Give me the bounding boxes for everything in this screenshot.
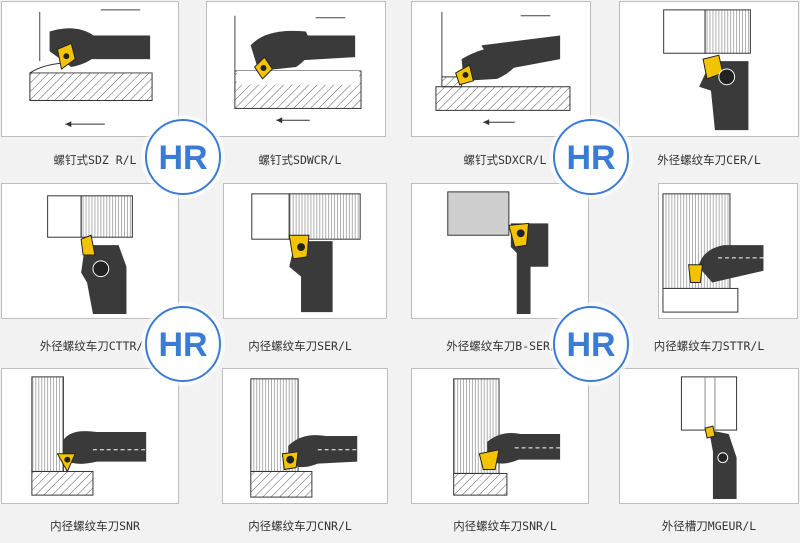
hr-logo-watermark: HR: [552, 305, 630, 383]
tool-caption: 螺钉式SDWCR/L: [258, 153, 342, 167]
tool-drawing: [619, 1, 799, 137]
mgeur-tool-icon: [680, 376, 738, 500]
tool-drawing: [222, 368, 388, 504]
tool-card-snr-l[interactable]: 内径螺纹车刀SNR/L: [410, 364, 600, 543]
tool-card-sdz[interactable]: 螺钉式SDZ R/L: [0, 0, 190, 180]
tool-card-cer[interactable]: 外径螺纹车刀CER/L: [618, 0, 800, 180]
tool-drawing: [411, 368, 589, 504]
tool-caption: 外径螺纹车刀B-SER/L: [446, 339, 564, 353]
sttr-tool-icon: [662, 193, 774, 313]
hr-logo-watermark: HR: [552, 118, 630, 196]
tool-card-mgeur[interactable]: 外径槽刀MGEUR/L: [618, 364, 800, 543]
hr-logo-watermark: HR: [144, 305, 222, 383]
tool-caption: 螺钉式SDXCR/L: [463, 153, 547, 167]
tool-card-sttr[interactable]: 内径螺纹车刀STTR/L: [618, 182, 800, 362]
tool-caption: 外径槽刀MGEUR/L: [661, 519, 757, 533]
hr-logo-watermark: HR: [144, 118, 222, 196]
tool-caption: 螺钉式SDZ R/L: [53, 153, 137, 167]
b-ser-tool-icon: [447, 191, 549, 315]
tool-card-b-ser[interactable]: 外径螺纹车刀B-SER/L: [410, 182, 600, 362]
hr-logo-icon: HR: [145, 306, 221, 382]
snr-l-tool-icon: [453, 378, 565, 496]
sdxcr-tool-icon: [435, 11, 571, 126]
tool-drawing: [658, 183, 798, 319]
tool-card-cnr[interactable]: 内径螺纹车刀CNR/L: [205, 364, 395, 543]
tool-drawing: [1, 1, 179, 137]
svg-text:HR: HR: [158, 326, 207, 364]
tool-caption: 内径螺纹车刀STTR/L: [653, 339, 765, 353]
cnr-tool-icon: [250, 378, 362, 498]
tool-drawing: [1, 368, 179, 504]
snr-tool-icon: [31, 376, 151, 496]
tool-drawing: [619, 368, 799, 504]
tool-caption: 外径螺纹车刀CTTR/L: [39, 339, 151, 353]
tool-caption: 内径螺纹车刀SNR: [50, 519, 140, 533]
svg-text:HR: HR: [566, 326, 615, 364]
tool-card-snr[interactable]: 内径螺纹车刀SNR: [0, 364, 190, 543]
tool-drawing: [411, 1, 591, 137]
hr-logo-icon: HR: [553, 306, 629, 382]
hr-logo-icon: HR: [145, 119, 221, 195]
svg-text:HR: HR: [158, 139, 207, 177]
sdz-tool-icon: [29, 9, 153, 128]
tool-drawing: [1, 183, 179, 319]
cer-tool-icon: [663, 9, 751, 131]
tool-card-sdxcr[interactable]: 螺钉式SDXCR/L: [410, 0, 600, 180]
tool-card-cttr[interactable]: 外径螺纹车刀CTTR/L: [0, 182, 190, 362]
tool-card-ser[interactable]: 内径螺纹车刀SER/L: [205, 182, 395, 362]
tool-card-sdwcr[interactable]: 螺钉式SDWCR/L: [205, 0, 395, 180]
cttr-tool-icon: [47, 195, 133, 315]
tool-caption: 内径螺纹车刀CNR/L: [248, 519, 352, 533]
svg-text:HR: HR: [566, 139, 615, 177]
sdwcr-tool-icon: [234, 15, 362, 124]
ser-tool-icon: [251, 193, 361, 313]
tool-drawing: [206, 1, 386, 137]
tool-drawing: [411, 183, 589, 319]
tool-caption: 内径螺纹车刀SNR/L: [453, 519, 557, 533]
tool-drawing: [223, 183, 387, 319]
tool-caption: 外径螺纹车刀CER/L: [657, 153, 761, 167]
hr-logo-icon: HR: [553, 119, 629, 195]
tool-caption: 内径螺纹车刀SER/L: [248, 339, 352, 353]
